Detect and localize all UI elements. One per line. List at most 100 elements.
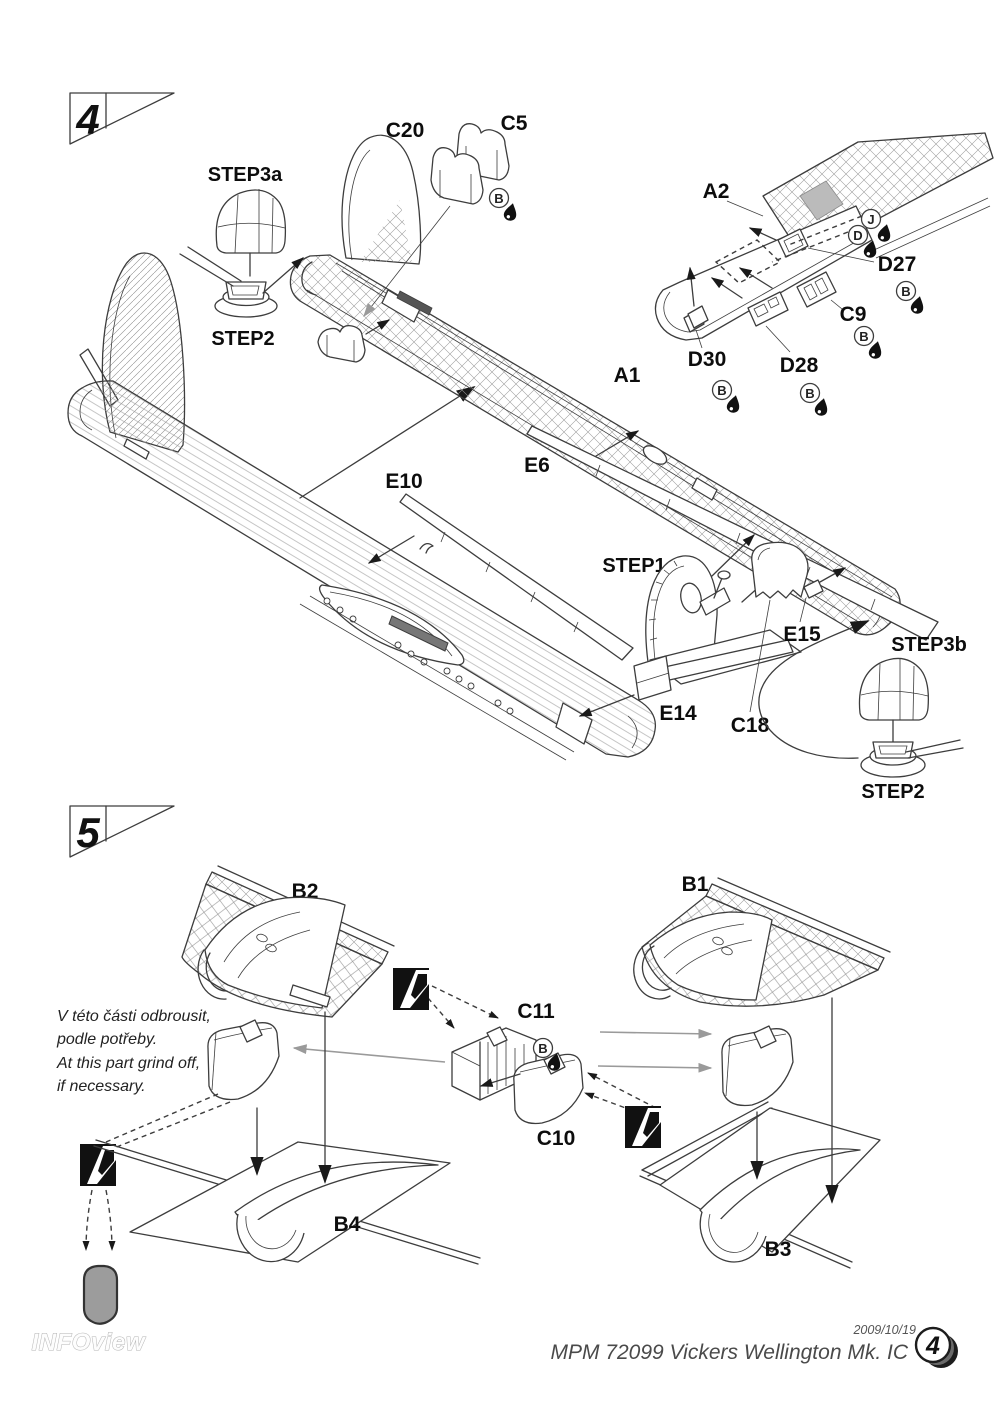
a2-cabin-floor (654, 205, 873, 341)
label-d27: D27 (878, 253, 917, 276)
step3a-turret-dome: STEP3a (208, 164, 287, 277)
svg-text:D: D (853, 228, 862, 243)
step4-section: 4 (67, 92, 994, 803)
e14-part: E14 (578, 655, 697, 725)
note-cz-line2: podle potřeby. (56, 1031, 157, 1048)
label-c20: C20 (386, 119, 425, 142)
port-fuselage-half-drawing (67, 252, 657, 761)
e6-strip: E6 (524, 425, 939, 641)
c20-placement-leader (363, 205, 451, 318)
sprue-letter-badge: D (847, 224, 879, 260)
label-b4: B4 (334, 1213, 361, 1236)
step2-tail-turret: STEP2 (179, 246, 278, 350)
b2-nacelle-fairing (204, 896, 346, 1009)
page-number-badge: 4 (914, 1326, 958, 1368)
sprue-letter-badge: B (711, 379, 742, 415)
label-e10: E10 (385, 470, 422, 493)
svg-text:B: B (805, 386, 814, 401)
footer-date: 2009/10/19 (852, 1323, 916, 1337)
tail-turret-arrow (262, 257, 304, 294)
step1-cockpit-module: STEP1 (602, 534, 802, 685)
b1-wing-drawing: B1 (633, 873, 891, 1007)
sprue-letter-badge: B (488, 187, 519, 223)
sanding-icon (393, 968, 429, 1010)
b1-trailing-edge (705, 883, 885, 971)
part-c10 (513, 1053, 584, 1125)
svg-text:J: J (867, 212, 874, 227)
c11-c10-parts: C11 C10 (292, 985, 713, 1150)
label-step3b: STEP3b (891, 634, 967, 656)
b1-nacelle-fairing (649, 911, 773, 1001)
footer-title: MPM 72099 Vickers Wellington Mk. IC (550, 1341, 908, 1364)
label-step2-left: STEP2 (211, 328, 274, 350)
label-b1: B1 (682, 873, 709, 896)
b2-tab (289, 984, 331, 1008)
label-b3: B3 (765, 1238, 792, 1261)
label-step1: STEP1 (602, 555, 665, 577)
label-c5: C5 (501, 112, 528, 135)
grind-note: V této části odbrousit, podle potřeby. A… (56, 1008, 211, 1095)
sprue-letter-badge: B (895, 280, 926, 316)
label-e15: E15 (783, 623, 821, 646)
sprue-letter-badge: B (853, 325, 884, 361)
label-c11: C11 (517, 1000, 555, 1023)
part-c20 (430, 147, 484, 205)
grey-arrow-right-lower (597, 1062, 713, 1073)
glue-drop-icon (876, 222, 893, 244)
grey-arrow-right-upper (599, 1028, 713, 1039)
part-c9 (796, 271, 837, 308)
label-a1: A1 (614, 364, 641, 387)
sanding-icon (625, 1106, 661, 1148)
grey-arrow-left (292, 1044, 446, 1063)
svg-text:B: B (901, 284, 910, 299)
step5-flag: 5 (69, 805, 175, 858)
sprue-letter-badge: B (532, 1037, 563, 1073)
infoview-logo: INFOview (32, 1329, 146, 1356)
step5-number: 5 (76, 809, 100, 856)
sanding-icon (80, 1144, 116, 1186)
nose-turret-curved-arrow (758, 620, 870, 759)
label-c10: C10 (537, 1127, 576, 1150)
tailwheel-bay-assembled (317, 319, 391, 363)
svg-text:B: B (717, 383, 726, 398)
step4-flag: 4 (69, 92, 175, 145)
step2-nose-turret: STEP2 (860, 739, 964, 803)
label-step3a: STEP3a (208, 164, 283, 186)
ground-part-result (82, 1264, 119, 1325)
c20-c5-parts: C20 C5 (363, 112, 528, 318)
step3b-turret-dome: STEP3b (858, 634, 967, 743)
svg-text:B: B (494, 191, 503, 206)
label-c9: C9 (840, 303, 867, 326)
glue-badges: B J D B B B B (488, 187, 926, 1073)
fuselage-skin (67, 380, 657, 758)
step4-number: 4 (75, 96, 99, 143)
b2-wing-drawing: B2 (181, 865, 395, 1018)
label-e6: E6 (524, 454, 550, 477)
svg-text:B: B (859, 329, 868, 344)
svg-text:4: 4 (925, 1332, 940, 1360)
right-nacelle-part (721, 1025, 794, 1107)
e10-strip: E10 (367, 470, 634, 661)
a2-shaded-patch (799, 180, 844, 221)
footer: INFOview 2009/10/19 MPM 72099 Vickers We… (31, 1323, 958, 1368)
label-e14: E14 (659, 702, 697, 725)
label-a2: A2 (703, 180, 730, 203)
step5-section: 5 B2 B1 C11 (56, 805, 891, 1325)
label-step2-right: STEP2 (861, 781, 924, 803)
svg-text:B: B (538, 1041, 547, 1056)
note-en-line2: if necessary. (57, 1078, 146, 1095)
join-arrow (299, 385, 476, 499)
left-nacelle-part (207, 1019, 280, 1101)
part-d30 (687, 305, 709, 329)
b3-wing-drawing: B3 (639, 997, 881, 1269)
note-cz-line1: V této části odbrousit, (57, 1008, 211, 1025)
label-d30: D30 (688, 348, 727, 371)
e15-part: E15 (783, 567, 847, 646)
sprue-letter-badge: J (860, 208, 893, 244)
label-c18: C18 (731, 714, 770, 737)
sprue-letter-badge: B (799, 382, 830, 418)
c18-canopy-part: C18 (731, 541, 809, 737)
note-en-line1: At this part grind off, (56, 1055, 200, 1072)
